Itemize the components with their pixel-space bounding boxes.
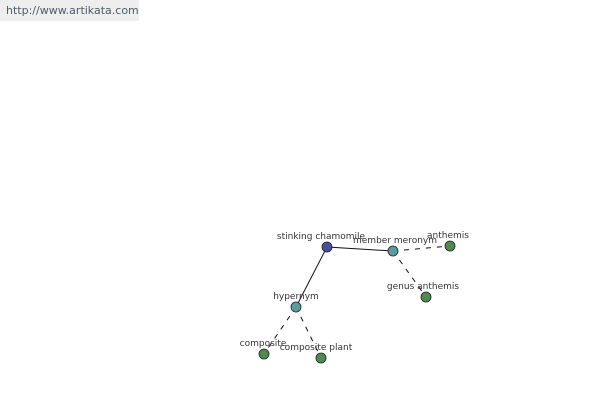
node-label-composite-plant[interactable]: composite plant <box>280 343 353 353</box>
site-url-link[interactable]: http://www.artikata.com <box>0 0 139 21</box>
node-hypernym[interactable] <box>290 301 302 313</box>
edge-member-meronym-to-anthemis <box>392 245 451 252</box>
node-label-hypernym[interactable]: hypernym <box>273 292 319 302</box>
edge-member-meronym-to-genus-anthemis <box>392 250 427 298</box>
node-genus-anthemis[interactable] <box>420 291 432 303</box>
node-anthemis[interactable] <box>444 240 456 252</box>
node-label-composite[interactable]: composite <box>240 339 287 349</box>
edge-stinking-chamomile-to-hypernym <box>295 246 328 308</box>
edge-hypernym-to-composite-plant <box>295 306 322 359</box>
node-label-stinking-chamomile[interactable]: stinking chamomile <box>277 232 366 242</box>
node-composite[interactable] <box>258 348 270 360</box>
node-stinking-chamomile[interactable] <box>321 241 333 253</box>
node-label-genus-anthemis[interactable]: genus anthemis <box>387 282 459 292</box>
node-label-anthemis[interactable]: anthemis <box>427 231 469 241</box>
node-label-member-meronym[interactable]: member meronym <box>353 236 437 246</box>
nodes-layer <box>258 240 456 364</box>
node-member-meronym[interactable] <box>387 245 399 257</box>
node-composite-plant[interactable] <box>315 352 327 364</box>
edges-layer <box>263 245 451 359</box>
edge-stinking-chamomile-to-member-meronym <box>326 246 394 252</box>
edge-hypernym-to-composite <box>263 306 297 355</box>
